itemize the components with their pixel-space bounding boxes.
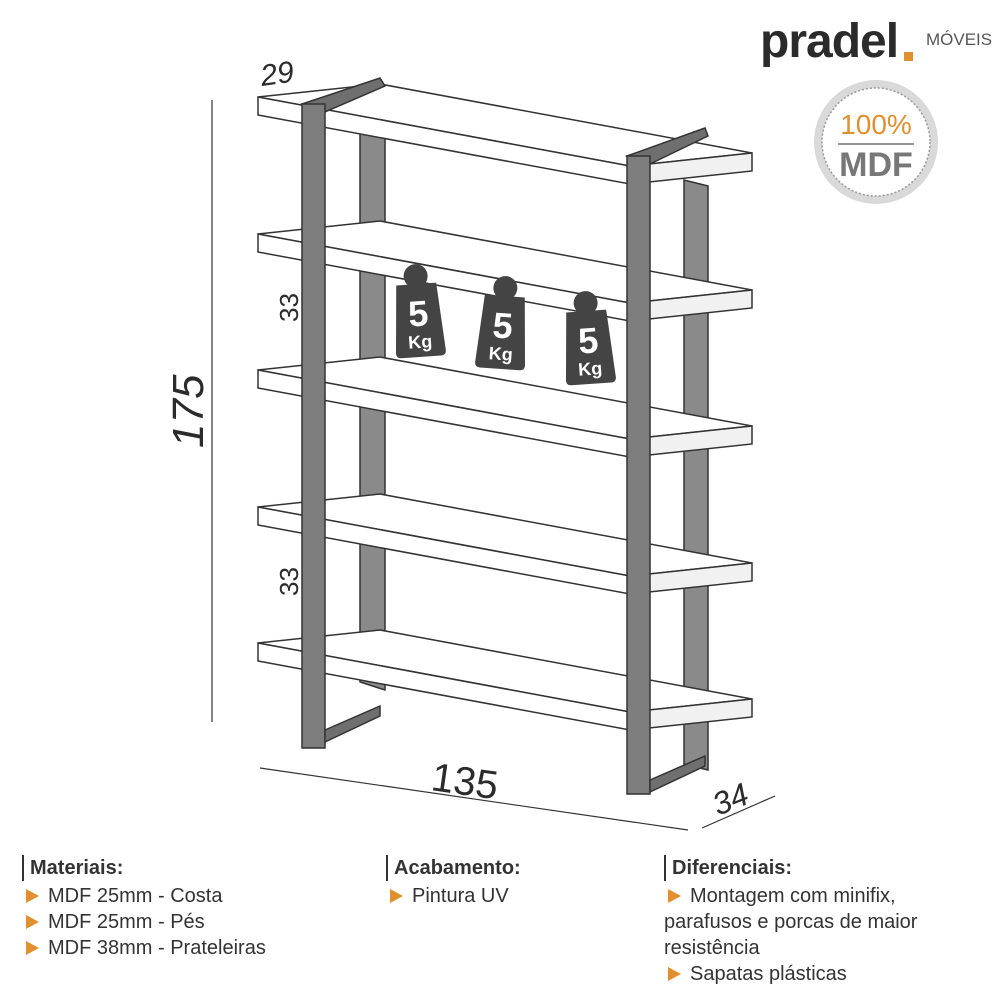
top-depth-label: 29 [257,56,296,94]
front-left-frame [299,77,387,749]
weight-unit: Kg [488,343,513,365]
width-dim-line [259,767,689,831]
weight-icon: 5Kg [395,264,446,359]
depth-dim-line [701,795,776,829]
weight-value: 5 [407,292,430,334]
width-label: 135 [429,755,501,808]
weight-value: 5 [577,319,600,361]
brand-logo: pradel MÓVEIS [760,14,996,70]
seal-material: MDF [839,146,913,184]
materials-list: MDF 25mm - Costa MDF 25mm - Pés MDF 38mm… [22,883,266,961]
front-right-frame [624,127,709,795]
arrow-icon [668,889,681,903]
depth-label: 34 [707,776,753,823]
weight-icon: 5Kg [565,291,616,386]
features-title: Diferenciais: [664,855,994,881]
brand-dot [904,52,913,61]
weight-icon: 5Kg [475,276,526,371]
brand-subtitle: MÓVEIS [926,30,993,49]
materials-title: Materiais: [22,855,266,881]
weight-unit: Kg [578,358,603,380]
shelf-4 [257,493,753,595]
list-item: Sapatas plásticas [664,961,994,987]
arrow-icon [26,941,39,955]
arrow-icon [668,967,681,981]
shelf-3 [257,356,753,458]
finish-title: Acabamento: [386,855,521,881]
list-item: MDF 25mm - Pés [22,909,266,935]
height-label: 175 [164,374,213,448]
finish-list: Pintura UV [386,883,521,909]
mdf-seal: 100% MDF [814,80,938,204]
features-list: Montagem com minifix, parafusos e porcas… [664,883,994,987]
seal-percent: 100% [840,109,912,140]
list-item-continuation: resistência [664,937,760,959]
list-item-continuation: parafusos e porcas de maior [664,911,918,933]
back-right-frame [683,179,709,771]
weight-unit: Kg [408,331,433,353]
finish-section: Acabamento: Pintura UV [386,855,521,909]
weight-value: 5 [491,304,514,346]
shelf-5 [257,629,753,731]
list-item: MDF 25mm - Costa [22,883,266,909]
features-section: Diferenciais: Montagem com minifix, para… [664,855,994,987]
arrow-icon [26,915,39,929]
shelf-gap-upper-label: 33 [274,293,304,322]
seal-inner-ring [821,87,931,197]
shelf-gap-lower-label: 33 [274,567,304,596]
list-item: Pintura UV [386,883,521,909]
list-item: MDF 38mm - Prateleiras [22,935,266,961]
shelf-1 [257,83,753,185]
arrow-icon [390,889,403,903]
arrow-icon [26,889,39,903]
brand-name: pradel [760,15,899,68]
list-item: Montagem com minifix, [664,883,994,909]
materials-section: Materiais: MDF 25mm - Costa MDF 25mm - P… [22,855,266,961]
